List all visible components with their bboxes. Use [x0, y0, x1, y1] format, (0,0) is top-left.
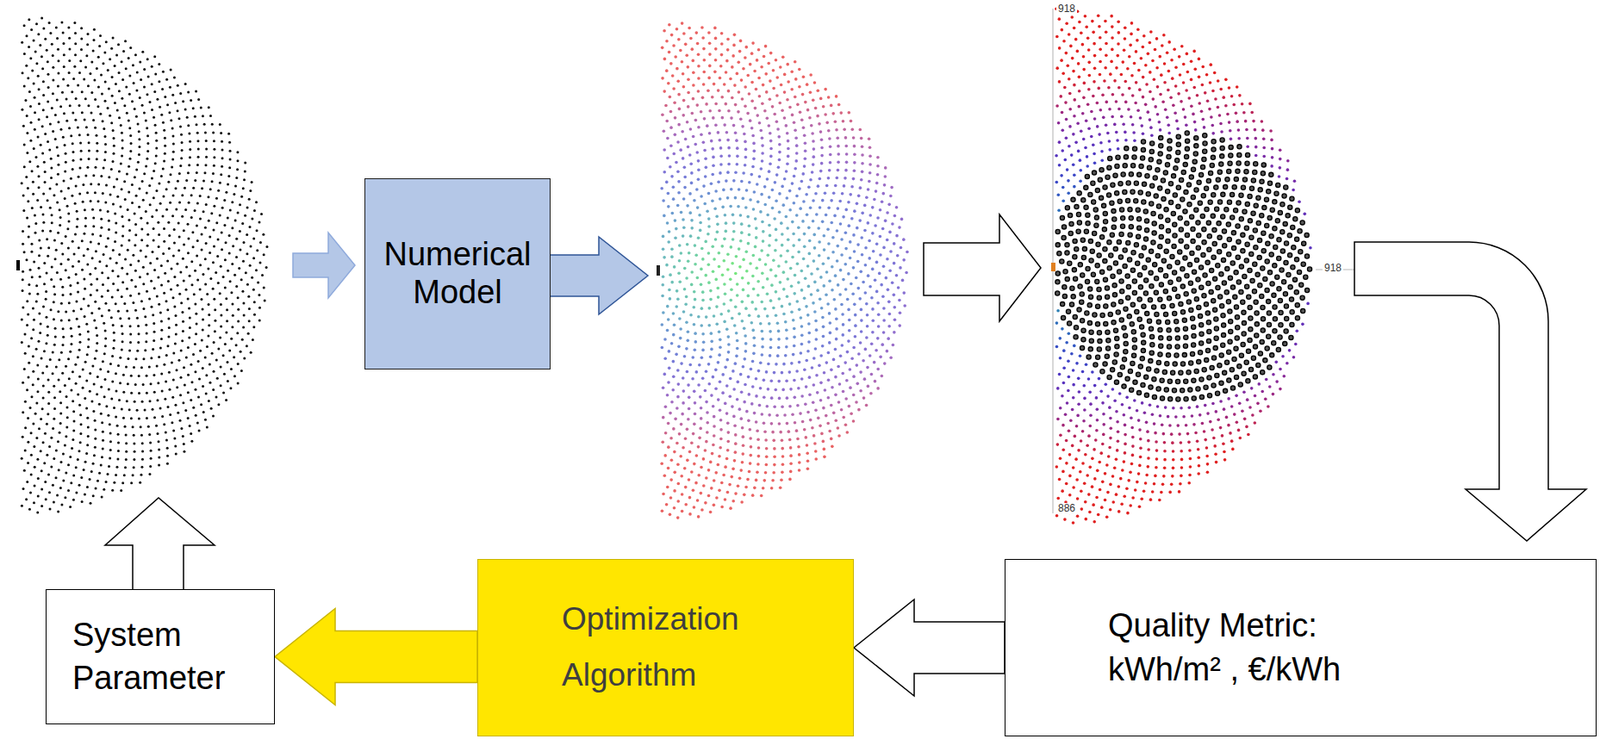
canvas: Numerical ModelQuality Metric:kWh/m² , €…: [0, 0, 1600, 739]
